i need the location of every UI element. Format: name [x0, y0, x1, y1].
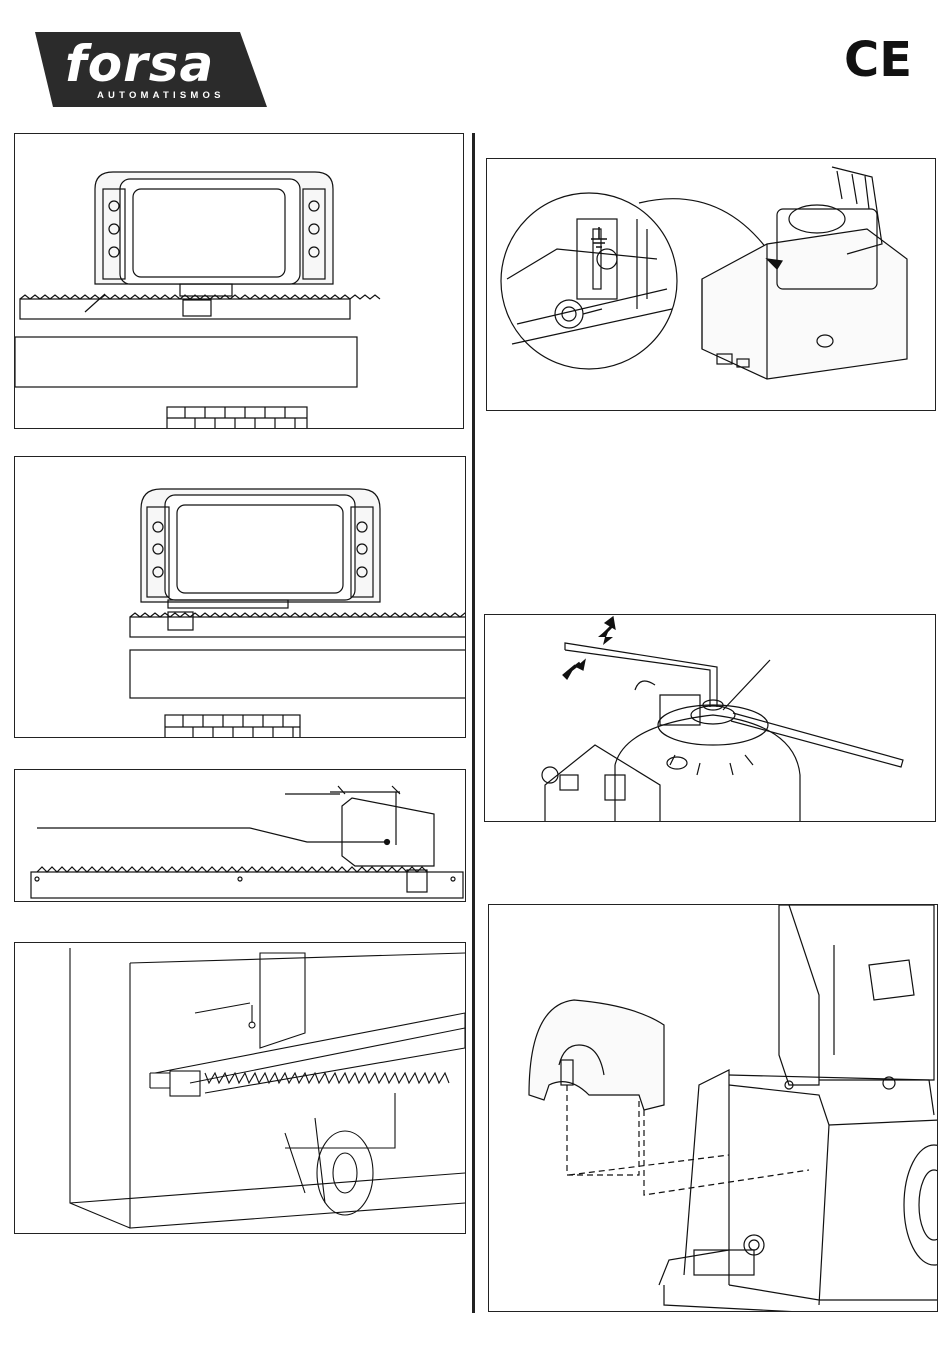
ce-mark: CE [840, 30, 920, 85]
figure-motor-rack-low [14, 456, 466, 738]
logo-word: forsa [65, 35, 214, 93]
figure-rack-mount [14, 942, 466, 1234]
logo-subtitle: AUTOMATISMOS [97, 90, 225, 101]
figure-motor-rack-high [14, 133, 464, 429]
figure-clutch-adjust [484, 614, 936, 822]
column-divider [472, 133, 475, 1313]
svg-text:CE: CE [844, 32, 912, 85]
figure-earth-connection [486, 158, 936, 411]
figure-cover-fit [488, 904, 938, 1312]
brand-logo: forsa AUTOMATISMOS [35, 27, 270, 109]
figure-rack-detail [14, 769, 466, 902]
